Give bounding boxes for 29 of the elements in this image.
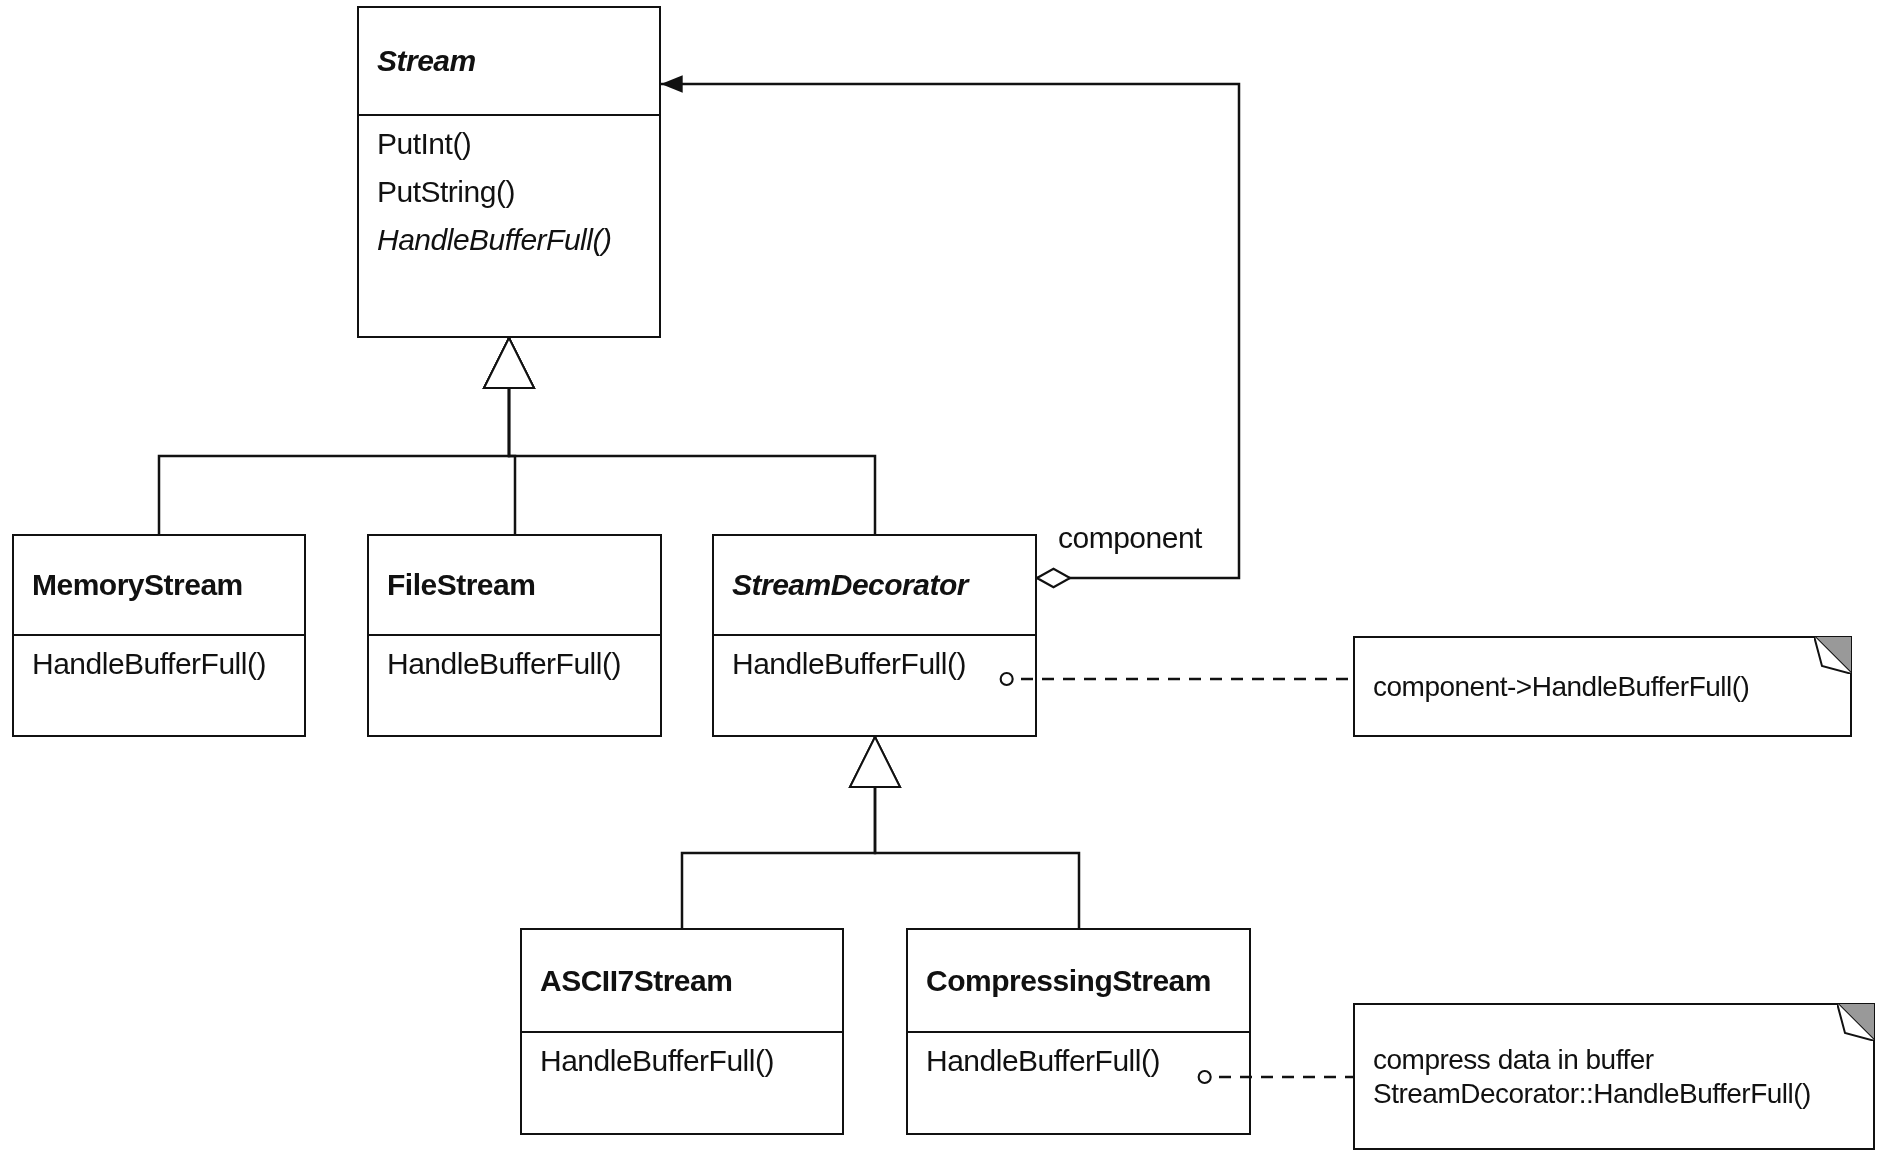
method-name: HandleBufferFull() xyxy=(32,646,267,682)
class-name: Stream xyxy=(377,43,476,79)
class-name: StreamDecorator xyxy=(732,567,968,603)
class-box xyxy=(712,534,1037,737)
generalization-arrow xyxy=(483,337,877,534)
note-box xyxy=(1353,1003,1875,1150)
method-name: HandleBufferFull() xyxy=(387,646,622,682)
note-text: StreamDecorator::HandleBufferFull() xyxy=(1373,1076,1812,1111)
aggregation-arrow xyxy=(661,75,1241,589)
method-name: HandleBufferFull() xyxy=(926,1043,1161,1079)
class-box xyxy=(906,928,1251,1135)
class-name: CompressingStream xyxy=(926,962,1211,999)
note-text: compress data in buffer xyxy=(1373,1042,1655,1077)
method-name: HandleBufferFull() xyxy=(732,646,967,682)
method-name: HandleBufferFull() xyxy=(540,1043,775,1079)
method-name: PutInt() xyxy=(377,126,473,162)
class-box xyxy=(357,6,661,338)
note-box xyxy=(1353,636,1852,737)
class-box xyxy=(520,928,844,1135)
class-box xyxy=(367,534,662,737)
class-name: MemoryStream xyxy=(32,567,243,603)
method-name: PutString() xyxy=(377,174,516,210)
note-text: component->HandleBufferFull() xyxy=(1373,669,1751,704)
class-name: FileStream xyxy=(387,567,536,603)
class-box xyxy=(12,534,306,737)
class-name: ASCII7Stream xyxy=(540,962,733,999)
method-name: HandleBufferFull() xyxy=(377,222,613,258)
note-connector xyxy=(1197,1069,1353,1085)
generalization-arrow xyxy=(849,736,1081,928)
